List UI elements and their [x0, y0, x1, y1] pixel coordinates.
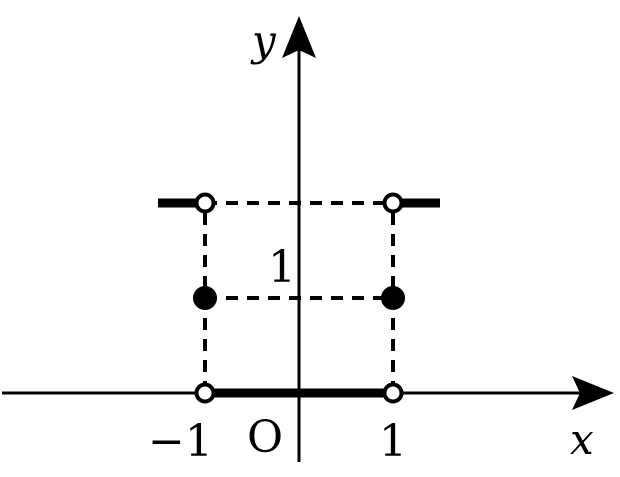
open-point-1 — [194, 192, 216, 214]
open-point-2 — [194, 382, 216, 404]
filled-point-1 — [193, 286, 217, 310]
x-axis-label: x — [570, 415, 594, 464]
y-axis-label: y — [250, 16, 277, 65]
y-axis-arrow-icon — [282, 16, 316, 58]
x-tick-label-neg-1: −1 — [148, 416, 213, 467]
x-tick-label-1: 1 — [379, 416, 407, 467]
y-tick-label-1: 1 — [268, 242, 296, 293]
x-axis-arrow-icon — [572, 376, 614, 410]
endpoint-markers — [193, 192, 405, 404]
filled-point-2 — [381, 286, 405, 310]
open-point-4 — [382, 192, 404, 214]
open-point-3 — [382, 382, 404, 404]
origin-label: O — [247, 412, 283, 463]
